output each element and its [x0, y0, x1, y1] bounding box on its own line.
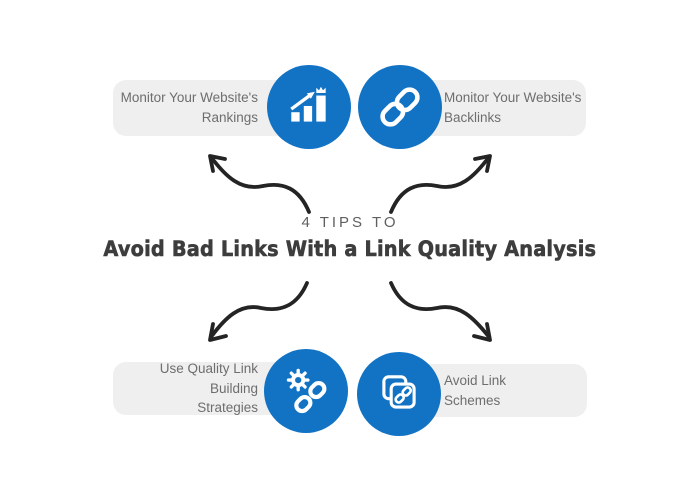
- arrow-to-top-right: [389, 154, 492, 214]
- tip-label: Monitor Your Website's Rankings: [120, 90, 258, 125]
- tip-label: Monitor Your Website's Backlinks: [444, 90, 582, 125]
- page-title: Avoid Bad Links With a Link Quality Anal…: [0, 237, 700, 262]
- tip-label: Avoid Link Schemes: [444, 372, 507, 408]
- page-title-text: Avoid Bad Links With a Link Quality Anal…: [103, 237, 597, 262]
- arrow-to-top-left: [208, 154, 311, 214]
- arrow-to-bottom-right: [389, 281, 492, 342]
- rankings-growth-chart-icon: [267, 65, 351, 149]
- tip-label: Use Quality Link Building Strategies: [159, 361, 258, 416]
- backlink-chain-icon: [358, 65, 442, 149]
- gear-broken-link-icon: [264, 349, 348, 433]
- arrow-to-bottom-left: [208, 281, 309, 342]
- kicker-text: 4 TIPS TO: [301, 214, 399, 231]
- duplicate-link-pages-icon: [357, 352, 441, 436]
